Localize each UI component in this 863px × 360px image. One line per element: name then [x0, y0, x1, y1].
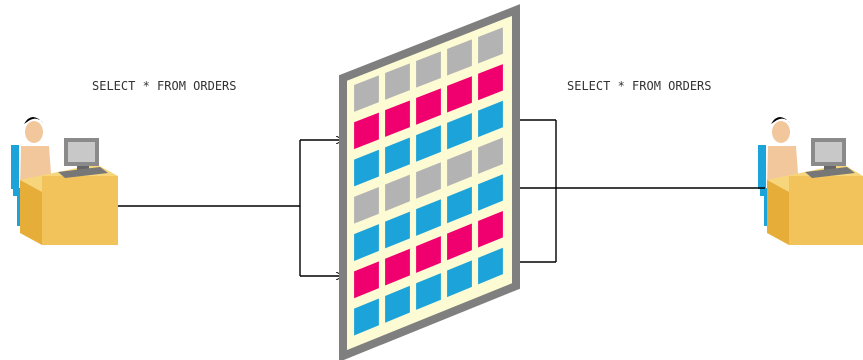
table-cell — [354, 75, 379, 112]
table-cell — [385, 100, 410, 137]
table-cell — [478, 137, 503, 174]
table-cell — [385, 174, 410, 212]
table-cell — [385, 63, 410, 100]
table-cell — [385, 248, 410, 286]
table-cell — [354, 149, 379, 187]
table-cell — [478, 100, 503, 138]
orders-table-panel — [339, 4, 520, 360]
left-user-icon — [11, 117, 118, 245]
table-cell — [478, 247, 503, 285]
table-cell — [447, 113, 472, 150]
table-cell — [478, 174, 503, 211]
table-cell — [447, 260, 472, 298]
table-cell — [416, 162, 441, 199]
right-connector — [512, 120, 765, 262]
table-cell — [478, 64, 503, 101]
table-cell — [416, 199, 441, 236]
table-cell — [354, 298, 379, 336]
table-cell — [385, 137, 410, 175]
table-cell — [447, 186, 472, 224]
right-query-label: SELECT * FROM ORDERS — [567, 79, 712, 93]
table-cell — [416, 125, 441, 162]
table-cell — [478, 27, 503, 64]
table-cell — [416, 51, 441, 88]
left-connector — [118, 140, 343, 276]
table-cell — [447, 39, 472, 76]
table-cell — [447, 149, 472, 187]
table-cell — [416, 273, 441, 310]
table-cell — [416, 236, 441, 273]
table-cell — [354, 261, 379, 299]
table-cell — [385, 211, 410, 249]
table-cell — [385, 285, 410, 323]
table-cell — [447, 76, 472, 113]
table-cell — [478, 210, 503, 248]
table-cell — [447, 223, 472, 261]
table-cell — [354, 224, 379, 261]
left-query-label: SELECT * FROM ORDERS — [92, 79, 237, 93]
table-cell — [416, 88, 441, 125]
table-cell — [354, 112, 379, 150]
table-cell — [354, 186, 379, 224]
right-user-icon — [758, 117, 863, 245]
